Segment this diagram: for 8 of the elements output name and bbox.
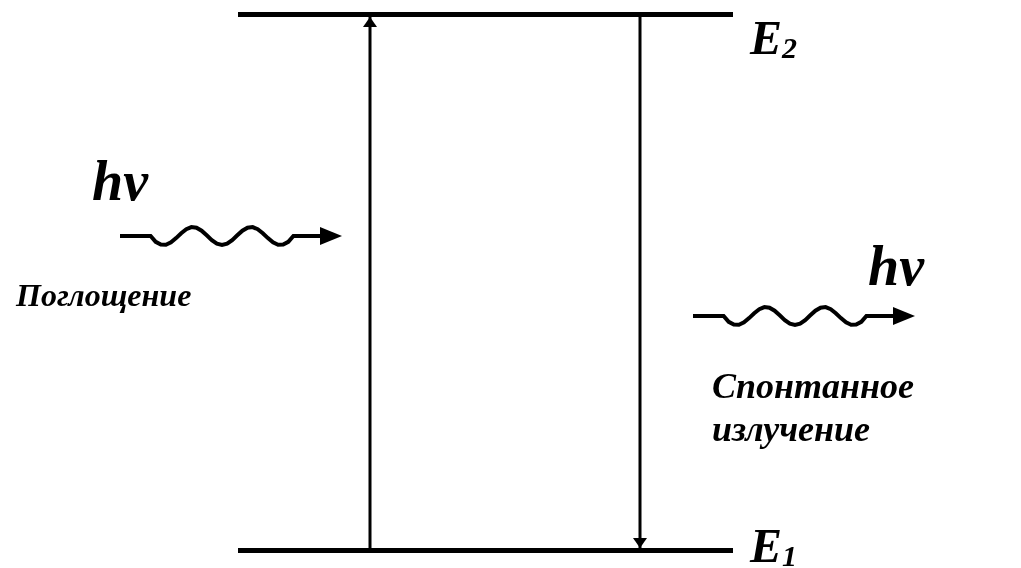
process-label: Поглощение bbox=[16, 276, 192, 315]
energy-level-label: E$_{2}$ bbox=[750, 14, 797, 63]
photon-label: hν bbox=[92, 149, 148, 214]
transition-arrow bbox=[633, 17, 647, 548]
energy-level-label: E$_{1}$ bbox=[750, 522, 797, 568]
process-label: Спонтанное излучение bbox=[712, 365, 915, 452]
photon-label: hν bbox=[868, 234, 924, 299]
transition-arrow bbox=[363, 17, 377, 548]
